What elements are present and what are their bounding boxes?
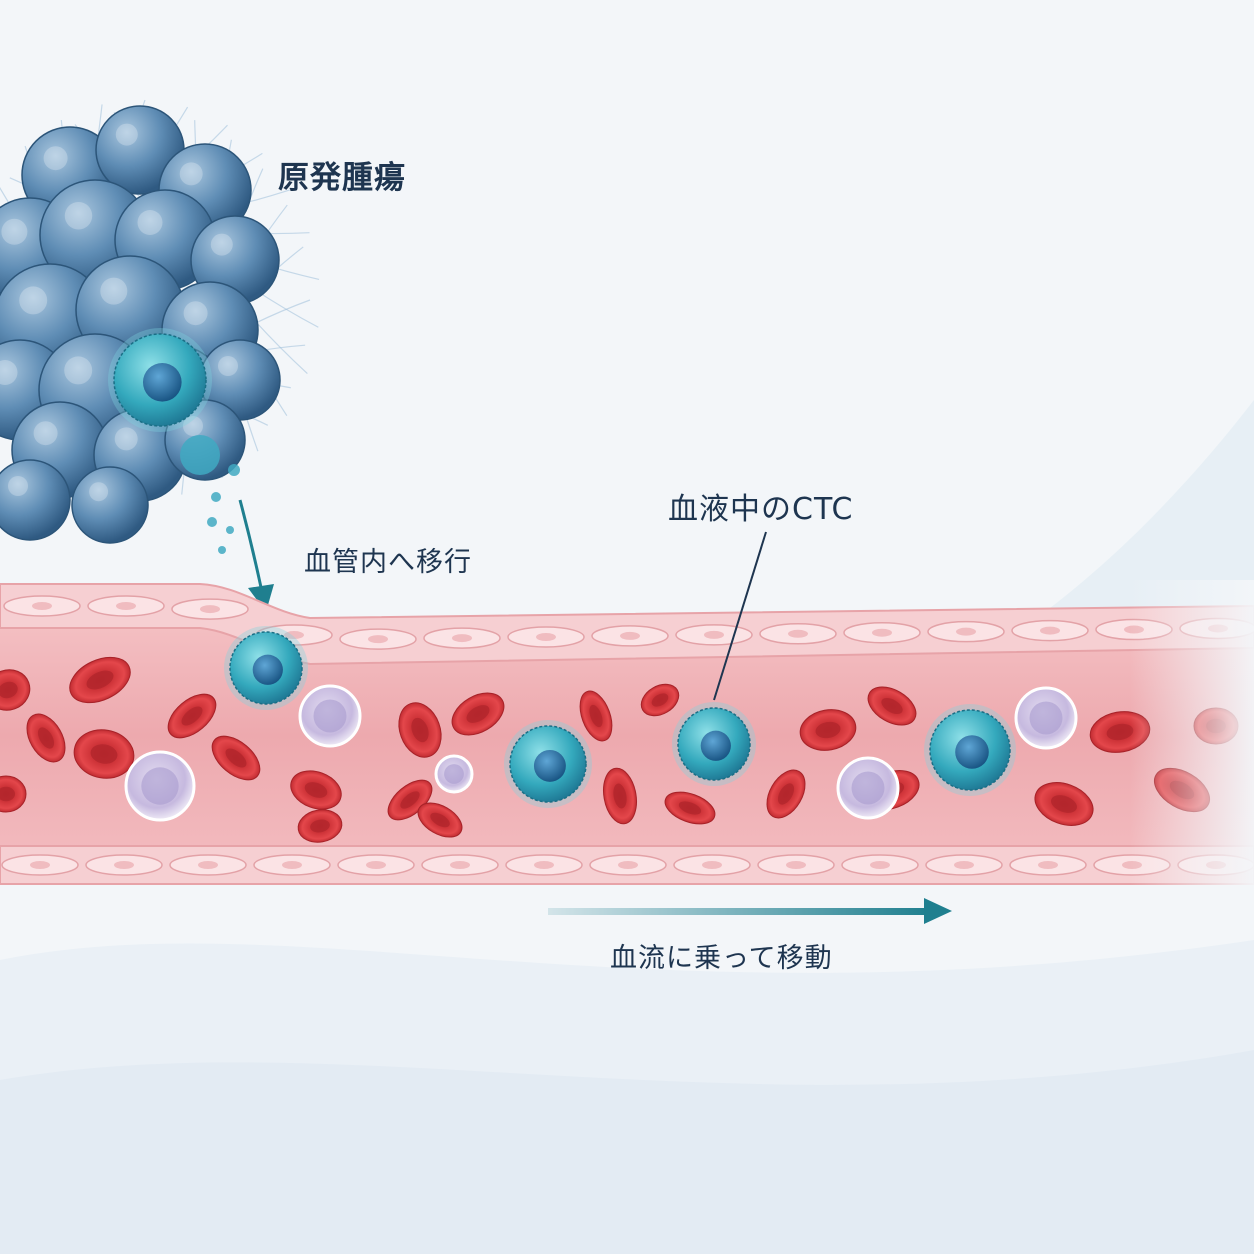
white-blood-cell — [124, 750, 196, 822]
tumor-cell-highlight — [8, 476, 28, 496]
red-blood-cell — [26, 713, 66, 763]
tumor-cell — [71, 466, 149, 544]
droplet — [226, 526, 234, 534]
primary-tumor-label: 原発腫瘍 — [278, 160, 406, 196]
white-blood-cell — [298, 684, 362, 748]
red-blood-cell — [579, 690, 613, 742]
red-blood-cell — [867, 686, 917, 726]
white-blood-cell — [1014, 686, 1078, 750]
tumor-cell-highlight — [183, 301, 208, 326]
red-blood-cell — [799, 709, 857, 751]
droplet — [207, 517, 217, 527]
ctc-entering-vessel — [224, 626, 308, 710]
ctc-in-blood — [504, 720, 592, 808]
droplet — [180, 435, 220, 475]
tumor-cell-highlight — [33, 421, 58, 446]
red-blood-cell — [211, 735, 261, 781]
red-blood-cell — [603, 767, 637, 825]
red-blood-cell — [0, 669, 31, 711]
ctc-leader-line — [713, 531, 767, 701]
endothelial-cells-bottom — [1, 854, 1254, 876]
red-blood-cell — [387, 779, 433, 821]
red-blood-cell — [1034, 782, 1094, 826]
red-blood-cell — [73, 729, 135, 779]
tumor-cell-highlight — [137, 210, 163, 235]
flow-arrow — [548, 898, 952, 924]
red-blood-cell — [297, 809, 343, 843]
red-blood-cell — [167, 693, 217, 739]
background-waves — [0, 400, 1254, 1254]
intravasation-label: 血管内へ移行 — [304, 547, 472, 578]
tumor-cell-highlight — [179, 162, 203, 186]
tumor-cell-highlight — [43, 146, 68, 171]
ctc-in-blood-label: 血液中のCTC — [668, 492, 854, 527]
red-blood-cell — [766, 769, 806, 819]
droplet — [218, 546, 226, 554]
tumor-cell-highlight — [218, 356, 238, 376]
red-blood-cell — [664, 791, 716, 825]
white-blood-cell — [434, 754, 474, 794]
detaching-cell-droplets — [180, 435, 240, 554]
red-blood-cell — [417, 802, 463, 838]
ctc-in-blood — [924, 704, 1016, 796]
white-blood-cells — [124, 684, 1078, 822]
red-blood-cell — [451, 692, 505, 736]
red-blood-cell — [640, 683, 680, 717]
tumor-cell-highlight — [100, 277, 128, 305]
tumor-cell-highlight — [19, 286, 48, 315]
droplet — [228, 464, 240, 476]
tumor-cell-highlight — [114, 427, 138, 451]
tumor-cell-highlight — [64, 356, 93, 385]
tumor-cell-highlight — [1, 218, 28, 245]
primary-tumor — [0, 99, 320, 544]
white-blood-cell — [836, 756, 900, 820]
ctc-in-blood-highlighted — [672, 702, 756, 786]
detaching-ctc — [108, 328, 212, 432]
tumor-cell-highlight — [89, 482, 109, 502]
tumor-cell-highlight — [115, 123, 138, 146]
red-blood-cell — [69, 656, 131, 704]
red-blood-cell — [398, 702, 442, 758]
tumor-cell — [0, 459, 71, 541]
vessel-fade — [1130, 580, 1254, 900]
tumor-cell-highlight — [0, 360, 18, 385]
tumor-cell-highlight — [210, 233, 233, 256]
tumor-cell-highlight — [183, 416, 203, 436]
droplet — [211, 492, 221, 502]
red-blood-cell — [0, 775, 27, 813]
blood-flow-label: 血流に乗って移動 — [610, 943, 833, 974]
tumor-cell-highlight — [64, 202, 93, 230]
red-blood-cell — [290, 770, 342, 810]
circulating-tumor-cells — [224, 626, 1016, 808]
